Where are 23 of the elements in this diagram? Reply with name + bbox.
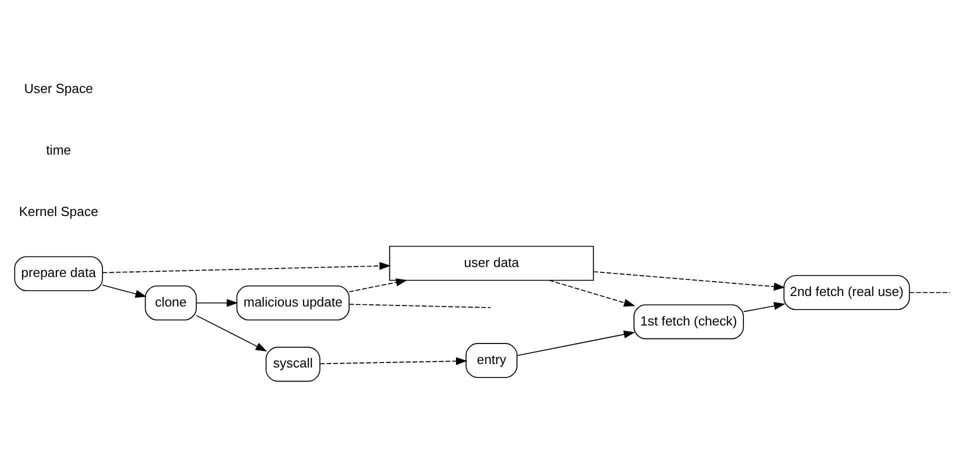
node-box: clone [144, 285, 197, 320]
node-box: user data [389, 246, 594, 281]
connector [348, 304, 491, 308]
arrow [348, 278, 408, 292]
connector [909, 292, 950, 294]
node-box: malicious update [236, 285, 350, 320]
label: User Space [24, 81, 94, 96]
arrow [320, 357, 468, 366]
arrow [102, 284, 147, 298]
node-box: 1st fetch (check) [634, 304, 744, 340]
arrow [548, 280, 636, 307]
node-box: 2nd fetch (real use) [783, 275, 910, 310]
arrow [196, 298, 238, 307]
arrow [743, 302, 786, 312]
arrow [102, 262, 391, 274]
node-box: syscall [266, 346, 320, 382]
node-box: entry [466, 343, 518, 378]
arrow [593, 271, 786, 291]
arrow [516, 330, 636, 356]
label: time [46, 142, 72, 158]
node-box: prepare data [14, 256, 103, 292]
label: Kernel Space [18, 204, 98, 219]
arrow [196, 315, 268, 352]
